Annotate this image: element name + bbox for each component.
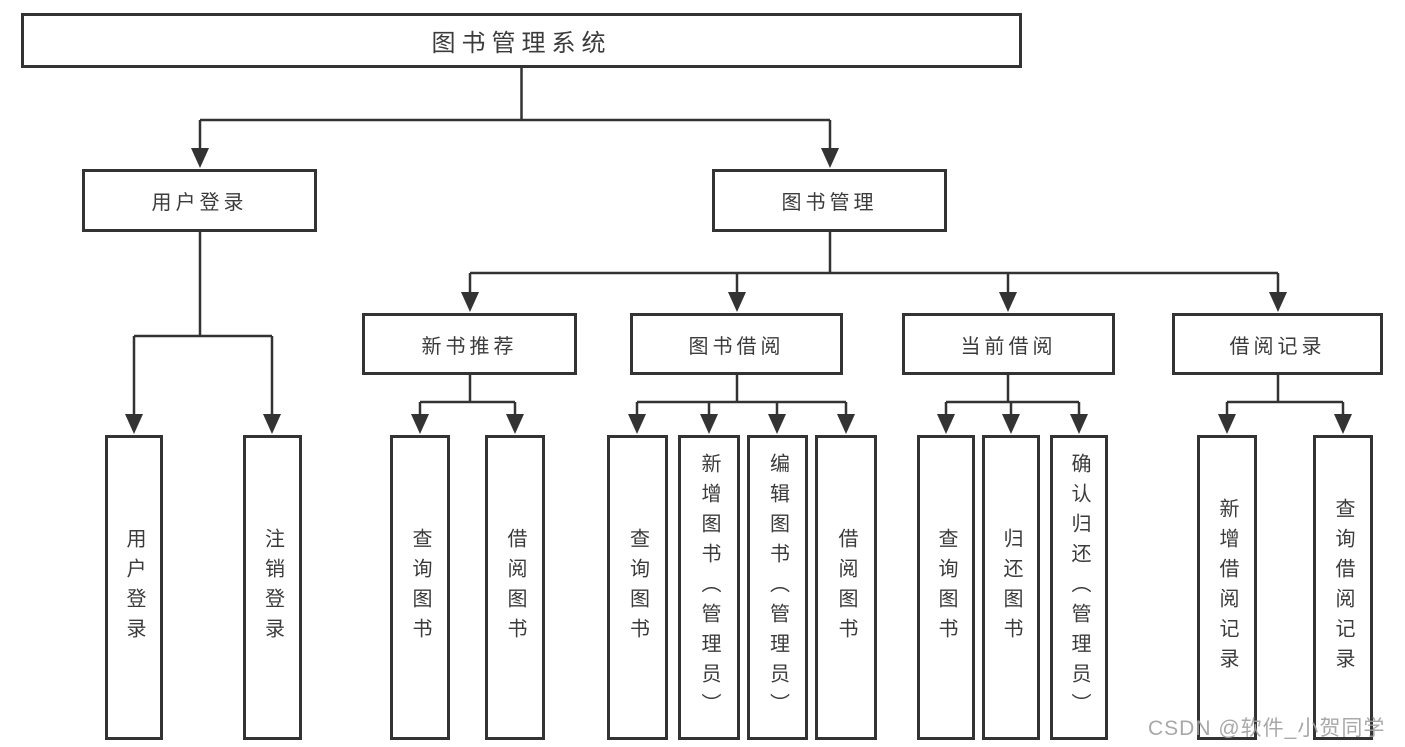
- node-root-system: 图书管理系统: [21, 13, 1022, 68]
- leaf-add-borrow-record: 新增借阅记录: [1197, 435, 1257, 740]
- leaf-user-login: 用户登录: [105, 435, 163, 740]
- node-book-management-branch: 图书管理: [712, 169, 947, 232]
- csdn-watermark: CSDN @软件_小贺同学: [1148, 717, 1386, 740]
- leaf-return-books-label: 归还图书: [1000, 527, 1022, 648]
- node-book-borrow: 图书借阅: [630, 313, 843, 375]
- leaf-edit-books-admin-label: 编辑图书（管理员）: [766, 452, 789, 723]
- leaf-borrow-books-recommend-label: 借阅图书: [504, 527, 526, 648]
- leaf-confirm-return-admin-label: 确认归还（管理员）: [1068, 452, 1090, 723]
- leaf-edit-books-admin: 编辑图书（管理员）: [747, 435, 808, 740]
- arrowheads: [125, 148, 1352, 434]
- leaf-query-books-current-label: 查询图书: [935, 527, 957, 648]
- leaf-borrow-books-recommend: 借阅图书: [485, 435, 545, 740]
- node-new-book-recommend: 新书推荐: [362, 313, 577, 375]
- leaf-add-books-admin-label: 新增图书（管理员）: [698, 452, 720, 723]
- leaf-query-books-recommend: 查询图书: [390, 435, 450, 740]
- leaf-query-books-borrow-label: 查询图书: [626, 527, 649, 648]
- leaf-query-books-recommend-label: 查询图书: [409, 527, 431, 648]
- leaf-query-borrow-record: 查询借阅记录: [1313, 435, 1373, 740]
- node-borrow-records: 借阅记录: [1172, 313, 1383, 375]
- leaf-confirm-return-admin: 确认归还（管理员）: [1050, 435, 1108, 740]
- leaf-query-borrow-record-label: 查询借阅记录: [1332, 497, 1354, 678]
- leaf-query-books-current: 查询图书: [917, 435, 975, 740]
- leaf-return-books: 归还图书: [982, 435, 1040, 740]
- leaf-logout: 注销登录: [243, 435, 302, 740]
- leaf-user-login-label: 用户登录: [123, 527, 145, 648]
- leaf-add-borrow-record-label: 新增借阅记录: [1216, 497, 1238, 678]
- leaf-add-books-admin: 新增图书（管理员）: [678, 435, 740, 740]
- node-current-borrow: 当前借阅: [902, 313, 1115, 375]
- node-user-login-branch: 用户登录: [82, 169, 317, 232]
- leaf-borrow-books-label: 借阅图书: [835, 527, 857, 648]
- leaf-logout-label: 注销登录: [261, 527, 284, 648]
- leaf-borrow-books: 借阅图书: [815, 435, 877, 740]
- leaf-query-books-borrow: 查询图书: [607, 435, 668, 740]
